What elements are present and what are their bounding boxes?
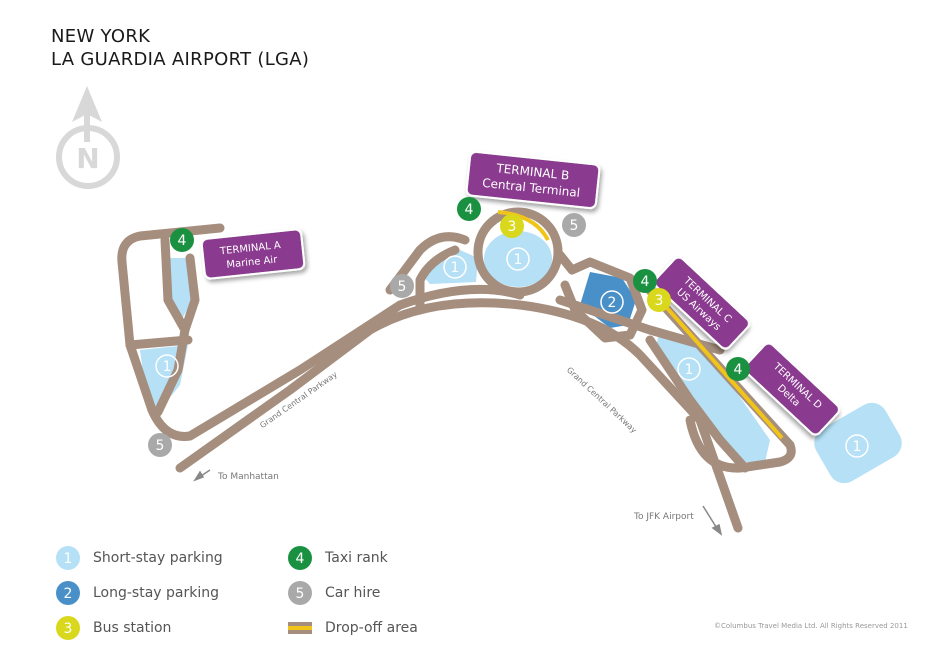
legend-label: Long-stay parking	[93, 585, 220, 601]
car-hire-icon: 5	[288, 581, 312, 605]
short-stay-area-b-left	[422, 250, 478, 284]
car-hire-marker-b: 5	[562, 213, 586, 237]
taxi-rank-marker-a: 4	[170, 228, 194, 252]
svg-text:5: 5	[398, 279, 407, 295]
short-stay-area-b-circle	[484, 231, 552, 287]
short-stay-marker-east: 1	[845, 434, 869, 458]
dropoff-lines	[497, 210, 784, 440]
short-stay-marker-a: 1	[155, 354, 179, 378]
short-stay-area-east	[814, 402, 902, 484]
map-title-city: NEW YORK	[51, 26, 151, 47]
legend-dropoff-area: Drop-off area	[287, 615, 418, 641]
taxi-rank-icon: 4	[288, 546, 312, 570]
dropoff-area-icon	[288, 622, 312, 634]
legend-label: Taxi rank	[325, 550, 388, 566]
bus-station-marker-b: 3	[500, 214, 524, 238]
bus-station-icon: 3	[56, 616, 80, 640]
svg-text:5: 5	[296, 586, 305, 602]
north-arrow-icon: N	[56, 86, 120, 189]
map-title-airport: LA GUARDIA AIRPORT (LGA)	[51, 49, 310, 70]
svg-text:3: 3	[508, 219, 517, 235]
svg-text:2: 2	[608, 295, 617, 311]
road-network	[117, 207, 796, 533]
map-markers: 4 1 5 5 1 1 4 3 5 2 4 3 1 4 1	[148, 197, 869, 458]
legend-car-hire: 5 Car hire	[287, 580, 380, 606]
long-stay-icon: 2	[56, 581, 80, 605]
svg-text:3: 3	[64, 621, 73, 637]
road-label-to-jfk: To JFK Airport	[633, 512, 694, 522]
svg-text:2: 2	[64, 586, 73, 602]
terminal-a[interactable]: TERMINAL A Marine Air	[200, 228, 306, 280]
svg-text:1: 1	[853, 439, 862, 455]
road-label-to-manhattan: To Manhattan	[217, 472, 279, 482]
legend-short-stay: 1 Short-stay parking	[55, 545, 223, 571]
svg-text:1: 1	[64, 551, 73, 567]
taxi-rank-marker-b: 4	[457, 197, 481, 221]
svg-text:5: 5	[156, 438, 165, 454]
svg-text:4: 4	[296, 551, 305, 567]
svg-text:3: 3	[655, 293, 664, 309]
svg-text:4: 4	[734, 362, 743, 378]
svg-text:4: 4	[465, 202, 474, 218]
svg-text:1: 1	[514, 252, 523, 268]
short-stay-marker-cd: 1	[677, 357, 701, 381]
svg-text:1: 1	[451, 260, 460, 276]
terminal-a-airline: Marine Air	[226, 254, 279, 270]
legend-label: Short-stay parking	[93, 550, 223, 566]
copyright-notice: ©Columbus Travel Media Ltd. All Rights R…	[714, 622, 908, 630]
legend-label: Bus station	[93, 620, 172, 636]
legend-taxi-rank: 4 Taxi rank	[287, 545, 388, 571]
legend-long-stay: 2 Long-stay parking	[55, 580, 219, 606]
svg-text:4: 4	[178, 233, 187, 249]
short-stay-icon: 1	[56, 546, 80, 570]
legend-label: Drop-off area	[325, 620, 418, 636]
short-stay-marker-b: 1	[506, 247, 530, 271]
long-stay-marker: 2	[600, 290, 624, 314]
legend-label: Car hire	[325, 585, 381, 601]
svg-text:1: 1	[685, 362, 694, 378]
road-label-grand-central-east: Grand Central Parkway	[565, 365, 639, 435]
svg-text:1: 1	[163, 359, 172, 375]
terminal-b[interactable]: TERMINAL B Central Terminal	[465, 150, 601, 210]
taxi-rank-marker-d: 4	[726, 357, 750, 381]
short-stay-marker-b-left: 1	[443, 255, 467, 279]
svg-text:5: 5	[570, 218, 579, 234]
bus-station-marker-c: 3	[647, 288, 671, 312]
car-hire-marker-a: 5	[148, 433, 172, 457]
svg-text:4: 4	[641, 274, 650, 290]
direction-arrows	[193, 469, 723, 536]
short-stay-area-cd	[655, 330, 770, 462]
car-hire-marker-ramp: 5	[390, 274, 414, 298]
legend-bus-station: 3 Bus station	[55, 615, 171, 641]
compass-label: N	[76, 142, 99, 175]
taxi-rank-marker-c: 4	[633, 269, 657, 293]
